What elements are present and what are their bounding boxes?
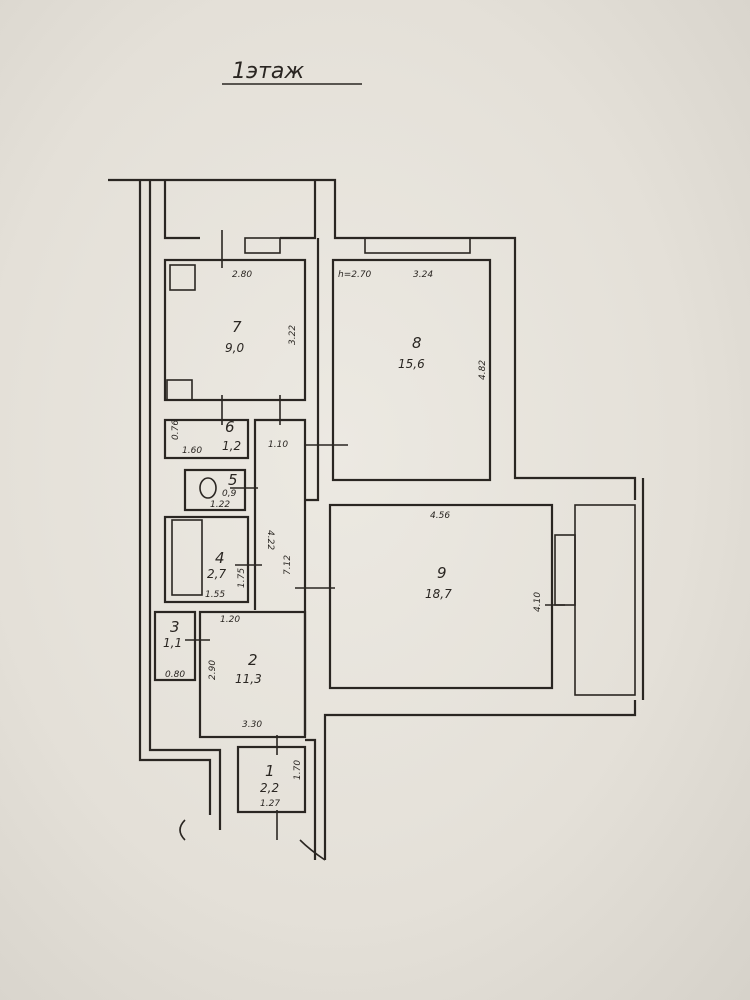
dimension: 7.12 (283, 555, 293, 575)
dimension: 3.24 (413, 270, 433, 280)
room-area: 18,7 (425, 587, 452, 601)
room-6: 0.76 1.60 6 1,2 (163, 418, 250, 460)
room-number: 3 (170, 618, 180, 636)
door-marks (185, 230, 565, 641)
room-area: 2,2 (260, 781, 279, 795)
dimension: 3.30 (242, 720, 262, 730)
dimension: 1.75 (237, 568, 247, 588)
room-number: 5 (228, 471, 238, 489)
room-area: 15,6 (398, 357, 425, 371)
dimension: 1.22 (210, 500, 230, 510)
dimension: 1.60 (182, 446, 202, 456)
dimension: 4.56 (430, 511, 450, 521)
dimension: 0.76 (171, 420, 181, 440)
bathtub-icon (171, 519, 203, 596)
dimension: 1.20 (220, 615, 240, 625)
room-number: 6 (225, 418, 235, 436)
dimension: 1.27 (260, 799, 280, 809)
room-7: 7 9,0 2.80 3.22 (163, 258, 307, 402)
floor-title: 1этаж (232, 59, 304, 84)
room-area: 2,7 (207, 567, 226, 581)
room-3: 3 1,1 0.80 (153, 610, 197, 682)
dimension: 4.10 (533, 592, 543, 612)
dimension: 4.22 (265, 530, 275, 550)
dimension: 4.82 (478, 360, 488, 380)
room-area: 0,9 (222, 489, 237, 499)
room-5: 5 0,9 1.22 (183, 468, 247, 512)
toilet-icon (199, 477, 217, 499)
room-area: 1,1 (163, 636, 182, 650)
dimension: 0.80 (165, 670, 185, 680)
room-1: 1 2,2 1.27 1.70 (236, 735, 307, 840)
dimension: 1.10 (268, 440, 288, 450)
room-number: 4 (215, 549, 225, 567)
room-number: 1 (265, 762, 275, 780)
dimension: 2.80 (232, 270, 252, 280)
dimension: 2.90 (208, 660, 218, 680)
room-number: 2 (248, 651, 258, 669)
room-4: 4 2,7 1.55 1.75 (163, 515, 250, 604)
room-8: h=2.70 3.24 4.82 8 15,6 (331, 258, 492, 482)
room-number: 7 (232, 318, 242, 336)
dimension: 1.55 (205, 590, 225, 600)
dimension: 3.22 (288, 325, 298, 345)
room-number: 9 (437, 564, 447, 582)
room-area: 11,3 (235, 672, 262, 686)
outer-walls (108, 178, 645, 861)
dimension: 1.70 (293, 760, 303, 780)
room-2: 1.20 2.90 2 11,3 3.30 (198, 610, 307, 739)
room-area: 9,0 (225, 341, 244, 355)
room-number: 8 (412, 334, 422, 352)
sink-icon (166, 379, 193, 401)
room-9: 4.56 4.10 9 18,7 (328, 503, 554, 690)
stove-icon (169, 264, 196, 291)
room-area: 1,2 (222, 439, 241, 453)
ceiling-height: h=2.70 (338, 270, 372, 280)
